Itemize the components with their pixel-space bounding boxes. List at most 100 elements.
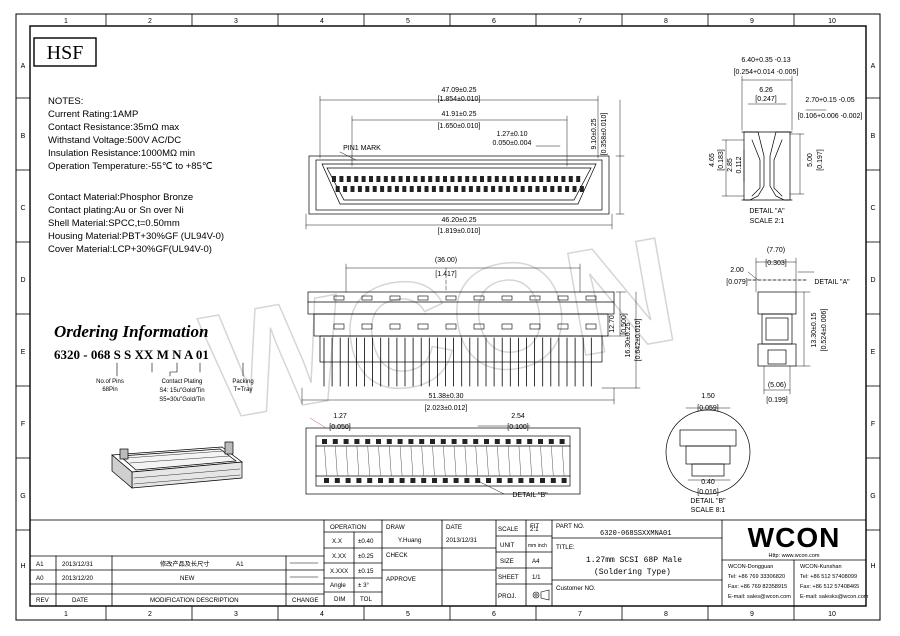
dim-front-5138: 51.38±0.30	[429, 393, 464, 400]
solder-pad	[473, 439, 479, 444]
frame-zone-ticks	[15, 13, 881, 621]
dongguan-email: E-mail: sales@wcon.com	[728, 594, 791, 600]
dim-detail-a-465: 4.65	[709, 153, 716, 167]
trace-line	[378, 445, 381, 477]
solder-pad	[367, 478, 373, 483]
contact-pin	[365, 186, 370, 192]
tol-angle-v: ± 3°	[358, 582, 370, 589]
hsf-box	[33, 37, 97, 67]
latch-slot	[333, 323, 345, 330]
kunshan-tel: Tel: +86 512 57408099	[800, 574, 857, 580]
contact-pin	[372, 186, 377, 192]
dim-detail-a-285-in: 0.112	[736, 156, 743, 173]
dim-pitch-in: 0.050±0.004	[493, 140, 532, 147]
contact-pin	[376, 176, 381, 182]
latch-slot	[557, 323, 569, 330]
logo-text: WCON	[748, 522, 841, 553]
company-website: Http: www.wcon.com	[768, 553, 819, 559]
row-label: C	[20, 205, 25, 212]
rev-a1-desc: 修改产品及长尺寸	[160, 560, 210, 568]
tol-xxxx-v: ±0.15	[358, 568, 374, 575]
contact-pin	[332, 176, 336, 182]
row-label: G	[870, 493, 875, 500]
trace-line	[486, 445, 489, 477]
solder-pad	[399, 478, 405, 483]
col-label: 10	[828, 611, 836, 618]
col-label: 9	[750, 18, 754, 25]
trace-line	[453, 445, 457, 477]
solder-pad	[410, 478, 416, 483]
contact-pin	[494, 176, 499, 182]
dim-side-506: (5.06)	[768, 382, 786, 389]
latch-slot	[417, 323, 429, 330]
dim-front-5138-in: [2.023±0.012]	[425, 405, 468, 412]
size-label: SIZE	[500, 558, 514, 565]
legend-pins-value: 68Pin	[102, 387, 117, 393]
trace-line	[399, 445, 403, 477]
solder-pad	[432, 478, 437, 483]
dim-side-506-in: [0.199]	[766, 397, 787, 404]
row-label: H	[870, 563, 875, 570]
solder-pad	[334, 478, 340, 483]
rev-a1-flag: A1	[236, 561, 244, 568]
row-label: H	[20, 563, 25, 570]
trace-line	[507, 445, 511, 477]
dim-detail-a-500-in: [0.197]	[817, 149, 824, 170]
dim-detail-a-width: 6.40+0.35 -0.13	[741, 57, 790, 64]
row-label: C	[870, 205, 875, 212]
bottom-view-pads	[322, 439, 567, 483]
part-no-label: PART NO.	[556, 523, 585, 530]
col-label: 2	[148, 611, 152, 618]
dim-front-3600: (36.00)	[435, 257, 457, 264]
latch-slot	[361, 323, 373, 330]
detail-a-caption: DETAIL "A"	[749, 208, 785, 215]
row-label: E	[871, 349, 876, 356]
dim-overall-width-in: [1.854±0.010]	[438, 96, 481, 103]
contact-pin	[454, 186, 459, 192]
dim-detail-a-626-in: [0.247]	[755, 96, 776, 103]
bottom-view: 1.27 [0.050] 2.54 [0.100] DETAIL "B"	[305, 413, 581, 499]
contact-pin	[487, 176, 492, 182]
note-line: Housing Material:PBT+30%GF (UL94V-0)	[48, 231, 224, 242]
title-line-1: 1.27mm SCSI 68P Male	[586, 556, 682, 565]
note-line: Contact Resistance:35mΩ max	[48, 122, 179, 133]
latch-slot	[585, 295, 597, 301]
operation-label: OPERATION	[330, 524, 366, 531]
legend-plating-2: S5=30u"Gold/Tin	[159, 397, 204, 403]
row-label: D	[870, 277, 875, 284]
top-view-pin-row-1	[332, 176, 581, 182]
col-label: 6	[492, 611, 496, 618]
contact-pin	[439, 186, 444, 192]
col-label: 3	[234, 18, 238, 25]
front-view: (36.00) [1.417] 51.38±0.30 [2.023±0.012]…	[301, 257, 642, 412]
notes-block: NOTES: Current Rating:1AMP Contact Resis…	[48, 96, 224, 255]
contact-pin	[428, 176, 433, 182]
solder-pad	[494, 439, 500, 444]
contact-pin	[369, 176, 373, 182]
col-label: 9	[750, 611, 754, 618]
solder-pad	[408, 439, 414, 444]
contact-pin	[450, 176, 455, 182]
dongguan-tel: Tel: +86 769 33306820	[728, 574, 785, 580]
rev-a0-date: 2013/12/20	[62, 575, 94, 582]
row-label: A	[871, 63, 876, 70]
contact-pin	[457, 176, 462, 182]
contact-pin	[531, 176, 536, 182]
dim-pitch: 1.27±0.10	[496, 131, 527, 138]
col-label: 7	[578, 611, 582, 618]
tol-xxxx: X.XXX	[330, 568, 348, 575]
date-label: DATE	[446, 524, 462, 531]
front-view-slots	[333, 295, 597, 330]
row-label: D	[20, 277, 25, 284]
contact-pin	[420, 176, 425, 182]
dim-inner-width-in: [1.650±0.010]	[438, 123, 481, 130]
scale-label: SCALE	[498, 526, 518, 533]
contact-pin	[350, 186, 355, 192]
col-label: 5	[406, 611, 410, 618]
tol-xxx-v: ±0.25	[358, 553, 374, 560]
contact-pin	[380, 186, 385, 192]
contact-pin	[424, 186, 429, 192]
trace-line	[443, 445, 446, 477]
trace-line	[324, 445, 327, 477]
